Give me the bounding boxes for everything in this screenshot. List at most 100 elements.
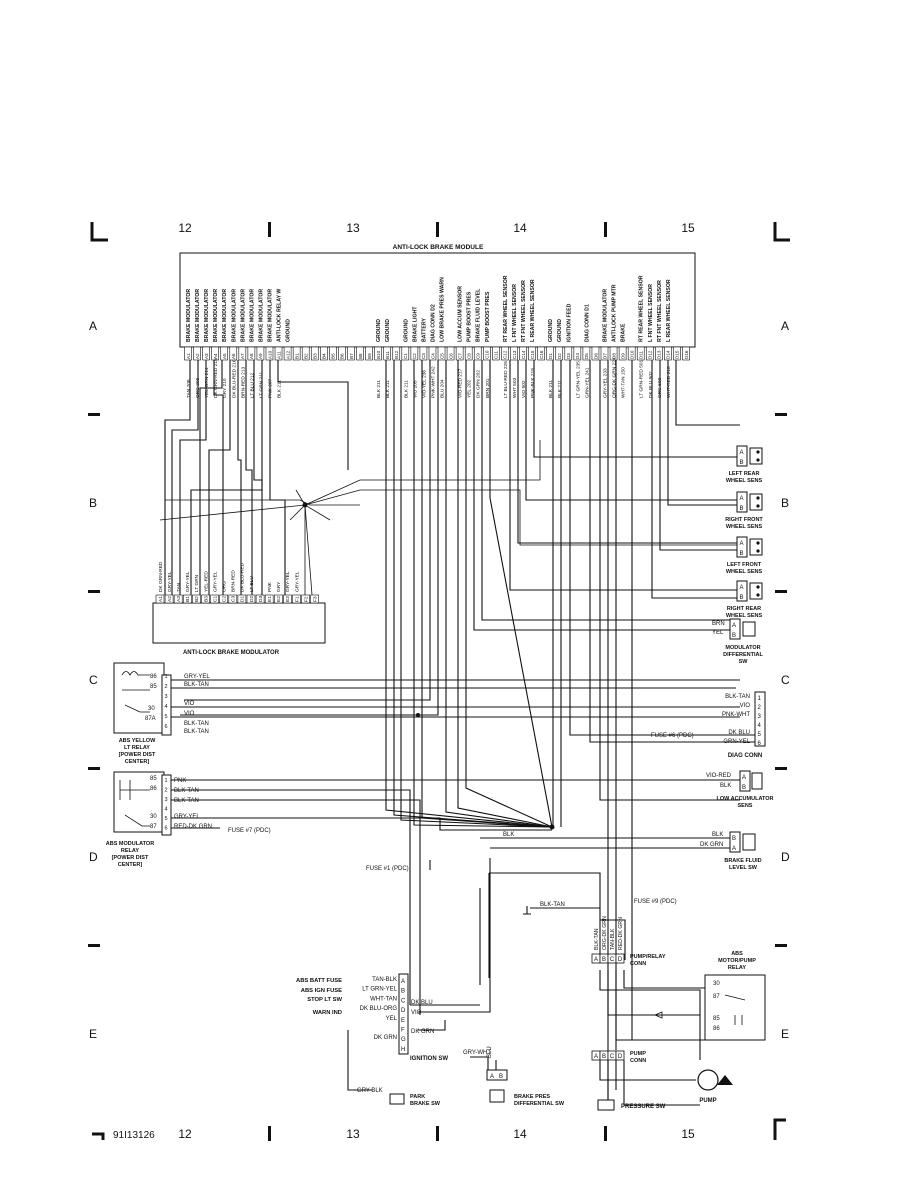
- diag-pin-id: 1: [758, 696, 762, 702]
- yellow-relay-pin: 6: [165, 724, 168, 730]
- pin-wire-label: VIO-RED 217: [458, 368, 464, 398]
- pin-id-label: A12: [285, 350, 290, 359]
- warn-conn-source: ABS BATT FUSE: [296, 978, 342, 984]
- pin-function-label: GROUND: [548, 319, 554, 342]
- svg-text:BLU: BLU: [487, 1046, 493, 1058]
- svg-text:SENS: SENS: [738, 803, 753, 809]
- pump-relay-wire: TAN-BLK: [610, 928, 616, 950]
- modulator-wire-label: GRY-YEL: [167, 571, 173, 592]
- svg-text:85: 85: [150, 776, 157, 782]
- pin-id-label: A2: [195, 353, 200, 359]
- modulator-relay-wire: GRY-YEL: [174, 814, 200, 820]
- module-pin-b5: B5: [329, 346, 337, 361]
- abs-module-box: [179, 252, 696, 348]
- pin-wire-label: BLK 211: [385, 380, 391, 398]
- modulator-pin-f2: F2: [301, 594, 310, 604]
- pin-id-label: C6: [448, 353, 453, 359]
- wheel-sensor-name: WHEEL SENS: [726, 613, 763, 619]
- module-pin-b9: B9: [365, 346, 373, 361]
- warn-conn-source: STOP LT SW: [307, 997, 342, 1003]
- pin-id-label: B8: [358, 353, 363, 359]
- pin-wire-label: BLK 211: [376, 380, 382, 398]
- svg-text:87: 87: [150, 824, 157, 830]
- modulator-pin-id: C1: [212, 596, 218, 602]
- pin-function-label: GROUND: [376, 319, 382, 342]
- module-pin-b7: B7: [347, 346, 355, 361]
- pin-function-label: GROUND: [557, 319, 563, 342]
- modulator-pin-id: E2: [276, 596, 282, 602]
- pump-conn-pin: D: [618, 1054, 623, 1060]
- svg-text:ABS MODULATOR: ABS MODULATOR: [106, 841, 154, 847]
- svg-text:B: B: [740, 460, 744, 466]
- grid-row-label: C: [89, 673, 98, 687]
- modulator-pin-id: D3: [258, 596, 264, 602]
- fuse-1-label: FUSE #1 (PDC): [366, 866, 409, 872]
- diag-pin-id: 6: [758, 741, 762, 747]
- svg-text:GRY-WHT: GRY-WHT: [463, 1050, 491, 1056]
- pin-function-label: RT FNT WHEEL SENSOR: [657, 280, 663, 342]
- modulator-pin-id: D1: [240, 596, 246, 602]
- grid-row-label: B: [89, 496, 97, 510]
- pin-id-label: D4: [575, 353, 580, 359]
- svg-text:BRAKE PRES: BRAKE PRES: [514, 1094, 550, 1100]
- pin-wire-label: YEL 202: [467, 379, 473, 398]
- modulator-relay-pin: 3: [165, 797, 168, 803]
- svg-text:B: B: [740, 595, 744, 601]
- pin-id-label: D13: [657, 350, 662, 359]
- module-pin-b4: B4: [320, 346, 328, 361]
- svg-text:A: A: [490, 1074, 494, 1080]
- yellow-relay-wire: VIO: [184, 701, 195, 707]
- warn-conn-wire: WHT-TAN: [370, 996, 397, 1002]
- pin-id-label: B5: [331, 353, 336, 359]
- svg-text:B: B: [742, 785, 746, 791]
- svg-text:A: A: [742, 775, 746, 781]
- grid-col-label: 13: [346, 221, 360, 235]
- grid-columns-top: 12 13 14 15: [178, 221, 695, 237]
- svg-text:VIO-RED: VIO-RED: [706, 773, 732, 779]
- corner-marks: [90, 222, 790, 1140]
- pin-function-label: PUMP BOOST PRES: [485, 291, 491, 342]
- pin-id-label: D12: [648, 350, 653, 359]
- modulator-wire-label: LT GRN: [194, 574, 200, 592]
- wheel-sensor-name: WHEEL SENS: [726, 569, 763, 575]
- modulator-pin-id: E1: [267, 596, 273, 602]
- low-accumulator-sensor: VIO-RED BLK A B LOW ACCUMULATOR SENS: [706, 770, 774, 809]
- svg-text:DIAG CONN: DIAG CONN: [728, 753, 762, 759]
- pin-function-label: DIAG CONN D2: [430, 304, 436, 342]
- modulator-pin-id: C3: [231, 596, 237, 602]
- pin-wire-label: VIO 205: [412, 380, 418, 398]
- diag-wire-label: GRN-YEL: [723, 739, 750, 745]
- modulator-relay-wire: BLK-TAN: [174, 798, 199, 804]
- grid-col-label: 13: [346, 1127, 360, 1141]
- pin-wire-label: WHT-TAN 150: [621, 367, 627, 398]
- pin-function-label: BRAKE MODULATOR: [213, 289, 219, 342]
- pin-wire-label: LT BLU-RED 226: [503, 361, 509, 398]
- pin-wire-label: BLK 211: [403, 380, 409, 398]
- pin-function-label: RT REAR WHEEL SENSOR: [639, 275, 645, 342]
- pin-id-label: A5: [222, 353, 227, 359]
- svg-text:30: 30: [713, 981, 720, 987]
- svg-text:87A: 87A: [145, 716, 156, 722]
- modulator-pin-id: B1: [185, 596, 191, 602]
- pin-wire-label: DK GRN 202: [476, 370, 482, 398]
- pin-id-label: D6: [593, 353, 598, 359]
- grid-col-label: 15: [681, 221, 695, 235]
- pin-function-label: L FNT WHEEL SENSOR: [648, 284, 654, 342]
- abs-modulator-relay: 85 86 30 87 ABS MODULATOR RELAY [POWER D…: [106, 771, 271, 868]
- pin-wire-label: LT GRN 211: [258, 372, 264, 398]
